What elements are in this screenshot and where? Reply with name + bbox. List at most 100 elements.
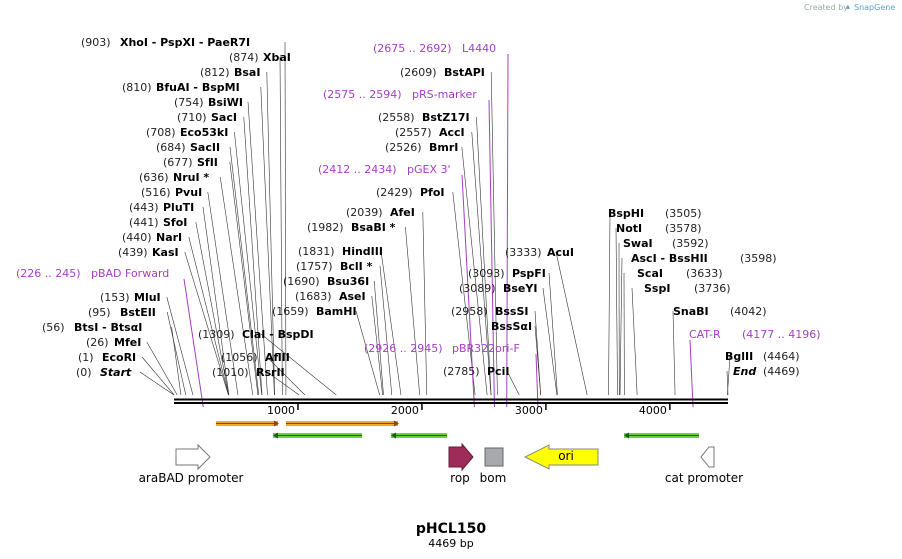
primer-bar (624, 432, 699, 439)
enzyme-snabi[interactable]: SnaBI (673, 305, 709, 318)
enzyme-position: (2039) (346, 206, 383, 219)
feature-label-cat-promoter: cat promoter (665, 471, 743, 485)
enzyme-leader-line (184, 251, 229, 396)
enzyme-position: (441) (129, 216, 159, 229)
enzyme-position: (443) (129, 201, 159, 214)
enzyme-leader-line (243, 116, 263, 396)
enzyme-bfuai-bspmi[interactable]: BfuAI - BspMI (156, 81, 240, 94)
enzyme-bstapi[interactable]: BstAPI (444, 66, 485, 79)
enzyme-pvui[interactable]: PvuI (175, 186, 202, 199)
feature-leader-line (689, 339, 694, 408)
enzyme-position: (3598) (740, 252, 777, 265)
enzyme-pfoi[interactable]: PfoI (420, 186, 445, 199)
plasmid-length: 4469 bp (428, 537, 473, 550)
enzyme-bseyi[interactable]: BseYI (503, 282, 537, 295)
feature-prs-marker[interactable]: pRS-marker (412, 88, 477, 101)
enzyme-position: (2557) (395, 126, 432, 139)
enzyme-bsu36i[interactable]: Bsu36I (327, 275, 369, 288)
enzyme-leader-line (141, 356, 175, 396)
enzyme-acci[interactable]: AccI (439, 126, 465, 139)
enzyme-leader-line (619, 257, 623, 396)
enzyme-sfii[interactable]: SfII (197, 156, 218, 169)
enzyme-leader-line (476, 116, 492, 396)
enzyme-bamhi[interactable]: BamHI (316, 305, 357, 318)
enzyme-saci[interactable]: SacI (211, 111, 237, 124)
enzyme-position: (677) (163, 156, 193, 169)
feature-range: (4177 .. 4196) (742, 328, 821, 341)
enzyme-leader-line (260, 333, 337, 396)
enzyme-position: (3633) (686, 267, 723, 280)
enzyme-position: (874) (229, 51, 259, 64)
enzyme-bstz17i[interactable]: BstZ17I (422, 111, 470, 124)
enzyme-rsrii[interactable]: RsrII (256, 366, 285, 379)
feature-pbad-forward[interactable]: pBAD Forward (91, 267, 169, 280)
enzyme-bcli[interactable]: BclI * (340, 260, 373, 273)
enzyme-mfei[interactable]: MfeI (114, 336, 141, 349)
enzyme-position: (810) (122, 81, 152, 94)
enzyme-leader-line (229, 161, 259, 396)
enzyme-eco53ki[interactable]: Eco53kI (180, 126, 228, 139)
enzyme-leader-line (542, 287, 558, 396)
enzyme-end[interactable]: End (733, 365, 756, 378)
enzyme-leader-line (266, 356, 306, 396)
enzyme-bmri[interactable]: BmrI (429, 141, 458, 154)
feature-pgex-3[interactable]: pGEX 3' (407, 163, 451, 176)
enzyme-bsteii[interactable]: BstEII (120, 306, 156, 319)
enzyme-bsphi[interactable]: BspHI (608, 207, 644, 220)
enzyme-noti[interactable]: NotI (616, 222, 642, 235)
enzyme-leader-line (234, 131, 263, 396)
enzyme-position: (95) (88, 306, 111, 319)
enzyme-sacii[interactable]: SacII (190, 141, 220, 154)
enzyme-hindiii[interactable]: HindIII (342, 245, 383, 258)
enzyme-bsabi[interactable]: BsaBI * (351, 221, 396, 234)
feature-leader-line (506, 53, 509, 408)
enzyme-position: (3333) (505, 246, 542, 259)
enzyme-position: (2785) (443, 365, 480, 378)
enzyme-bsssi[interactable]: BssSI (495, 305, 529, 318)
enzyme-bsiwi[interactable]: BsiWI (208, 96, 243, 109)
enzyme-leader-line (166, 311, 187, 396)
enzyme-start[interactable]: Start (100, 366, 132, 379)
feature-cat-r[interactable]: CAT-R (689, 328, 721, 341)
enzyme-position: (1) (78, 351, 94, 364)
enzyme-aflii[interactable]: AflII (265, 351, 290, 364)
enzyme-mlui[interactable]: MluI (134, 291, 161, 304)
credit-brand: SnapGene (854, 3, 895, 12)
enzyme-kasi[interactable]: KasI (152, 246, 179, 259)
enzyme-pcii[interactable]: PciI (487, 365, 509, 378)
enzyme-bsai[interactable]: BsaI (234, 66, 260, 79)
enzyme-position: (1982) (307, 221, 344, 234)
enzyme-pspfi[interactable]: PspFI (512, 267, 546, 280)
enzyme-position: (684) (156, 141, 186, 154)
enzyme-ecori[interactable]: EcoRI (102, 351, 136, 364)
enzyme-nrui[interactable]: NruI * (173, 171, 209, 184)
enzyme-bsss-i[interactable]: BssSαI (491, 320, 532, 333)
enzyme-pluti[interactable]: PluTI (163, 201, 194, 214)
enzyme-sfoi[interactable]: SfoI (163, 216, 187, 229)
enzyme-sspi[interactable]: SspI (644, 282, 670, 295)
enzyme-leader-line (188, 236, 229, 396)
enzyme-xhoi-pspxi-paer7i[interactable]: XhoI - PspXI - PaeR7I (120, 36, 250, 49)
plasmid-name: pHCL150 (416, 521, 486, 537)
enzyme-position: (2429) (376, 186, 413, 199)
enzyme-leader-line (202, 206, 230, 396)
enzyme-position: (3093) (468, 267, 505, 280)
enzyme-btsi-bts-i[interactable]: BtsI - BtsαI (74, 321, 142, 334)
enzyme-bglii[interactable]: BglII (725, 350, 753, 363)
enzyme-asei[interactable]: AseI (339, 290, 366, 303)
feature-pbr322ori-f[interactable]: pBR322ori-F (452, 342, 520, 355)
enzyme-afei[interactable]: AfeI (390, 206, 415, 219)
primer-bar (273, 432, 362, 439)
ruler-tick-label: 4000 (639, 404, 667, 417)
ori-inner-label: ori (558, 449, 574, 463)
enzyme-position: (3505) (665, 207, 702, 220)
feature-l4440[interactable]: L4440 (462, 42, 496, 55)
enzyme-scai[interactable]: ScaI (637, 267, 663, 280)
enzyme-nari[interactable]: NarI (156, 231, 182, 244)
enzyme-clai-bspdi[interactable]: ClaI - BspDI (242, 328, 314, 341)
enzyme-xbai[interactable]: XbaI (263, 51, 291, 64)
enzyme-asci-bsshii[interactable]: AscI - BssHII (631, 252, 708, 265)
enzyme-swai[interactable]: SwaI (623, 237, 653, 250)
enzyme-acui[interactable]: AcuI (547, 246, 574, 259)
